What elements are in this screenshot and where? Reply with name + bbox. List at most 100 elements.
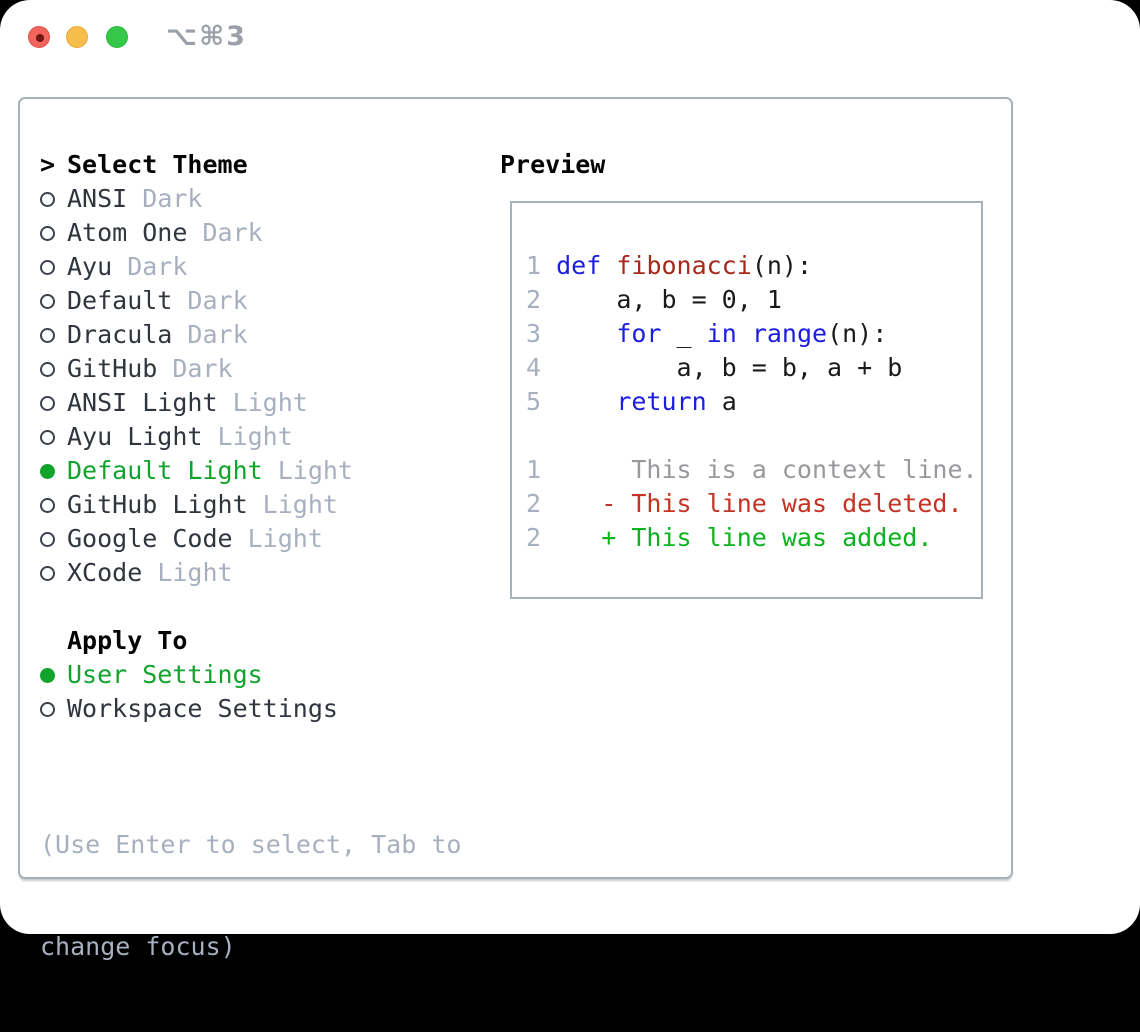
- code-segment: [737, 319, 752, 348]
- theme-option-dracula[interactable]: Dracula Dark: [40, 318, 461, 352]
- apply-option-label: User Settings: [67, 660, 263, 689]
- radio-icon: [40, 429, 67, 445]
- theme-variant-tag: Light: [142, 558, 233, 587]
- radio-icon: [40, 565, 67, 581]
- theme-variant-tag: Dark: [112, 252, 188, 281]
- code-segment: return: [616, 387, 707, 416]
- theme-option-ayu[interactable]: Ayu Dark: [40, 250, 461, 284]
- radio-selected-icon: [40, 667, 67, 683]
- radio-icon: [40, 395, 67, 411]
- zoom-button[interactable]: [106, 26, 128, 48]
- theme-variant-tag: Dark: [127, 184, 203, 213]
- theme-option-google-code[interactable]: Google Code Light: [40, 522, 461, 556]
- theme-name: Default Light: [67, 456, 263, 485]
- code-segment: def: [556, 251, 602, 280]
- theme-name: Atom One: [67, 218, 188, 247]
- code-segment: _: [661, 319, 707, 348]
- hint-line-2: change focus): [40, 932, 236, 961]
- code-segment: [601, 251, 616, 280]
- line-number: 2: [526, 523, 542, 552]
- hint-line-1: (Use Enter to select, Tab to: [40, 830, 462, 859]
- theme-option-default[interactable]: Default Dark: [40, 284, 461, 318]
- radio-icon: [40, 293, 67, 309]
- code-segment: [541, 387, 616, 416]
- theme-option-ayu-light[interactable]: Ayu Light Light: [40, 420, 461, 454]
- code-segment: - This line was deleted.: [541, 489, 963, 518]
- theme-name: GitHub: [67, 354, 158, 383]
- theme-variant-tag: Dark: [172, 320, 248, 349]
- code-segment: a: [706, 387, 737, 416]
- radio-icon: [40, 225, 67, 241]
- radio-selected-icon: [40, 463, 67, 479]
- radio-icon: [40, 361, 67, 377]
- line-number: 1: [526, 455, 542, 484]
- preview-line: 3 for _ in range(n):: [526, 317, 981, 351]
- radio-icon: [40, 327, 67, 343]
- code-segment: + This line was added.: [541, 523, 933, 552]
- close-button[interactable]: [28, 26, 50, 48]
- code-segment: [541, 251, 556, 280]
- preview-line: 4 a, b = b, a + b: [526, 351, 981, 385]
- keyboard-shortcut-label: ⌥⌘3: [166, 21, 247, 52]
- line-number: 2: [526, 489, 542, 518]
- theme-option-atom-one[interactable]: Atom One Dark: [40, 216, 461, 250]
- preview-line: [526, 419, 981, 453]
- code-segment: This is a context line.: [541, 455, 978, 484]
- theme-option-default-light[interactable]: Default Light Light: [40, 454, 461, 488]
- preview-line: 2 a, b = 0, 1: [526, 283, 981, 317]
- preview-title: Preview: [500, 150, 606, 179]
- theme-option-github-light[interactable]: GitHub Light Light: [40, 488, 461, 522]
- code-segment: in: [706, 319, 737, 348]
- line-number: 5: [526, 387, 542, 416]
- keyboard-hint: (Use Enter to select, Tab to change focu…: [40, 760, 461, 1032]
- radio-icon: [40, 191, 67, 207]
- theme-name: Ayu: [67, 252, 113, 281]
- select-theme-header: > Select Theme: [40, 148, 461, 182]
- line-number: 3: [526, 319, 542, 348]
- code-segment: (n):: [751, 251, 813, 280]
- radio-icon: [40, 259, 67, 275]
- minimize-button[interactable]: [66, 26, 88, 48]
- preview-line: 1 This is a context line.: [526, 453, 981, 487]
- code-segment: range: [751, 319, 828, 348]
- code-segment: a, b = b, a + b: [541, 353, 903, 382]
- line-number: 2: [526, 285, 542, 314]
- theme-name: ANSI Light: [67, 388, 218, 417]
- select-theme-title: Select Theme: [67, 150, 248, 179]
- radio-icon: [40, 497, 67, 513]
- theme-variant-tag: Light: [202, 422, 293, 451]
- preview-line: 2 + This line was added.: [526, 521, 981, 555]
- code-segment: for: [616, 319, 662, 348]
- code-segment: fibonacci: [616, 251, 752, 280]
- radio-icon: [40, 531, 67, 547]
- theme-name: Dracula: [67, 320, 173, 349]
- theme-option-ansi-light[interactable]: ANSI Light Light: [40, 386, 461, 420]
- apply-option-user-settings[interactable]: User Settings: [40, 658, 461, 692]
- theme-name: ANSI: [67, 184, 128, 213]
- theme-variant-tag: Light: [262, 456, 353, 485]
- theme-option-github[interactable]: GitHub Dark: [40, 352, 461, 386]
- code-segment: [541, 319, 616, 348]
- apply-to-header: Apply To: [40, 624, 461, 658]
- theme-option-ansi[interactable]: ANSI Dark: [40, 182, 461, 216]
- theme-variant-tag: Light: [232, 524, 323, 553]
- theme-variant-tag: Dark: [157, 354, 233, 383]
- code-segment: (n):: [827, 319, 888, 348]
- theme-name: Ayu Light: [67, 422, 203, 451]
- theme-option-xcode[interactable]: XCode Light: [40, 556, 461, 590]
- theme-name: Google Code: [67, 524, 233, 553]
- prompt-cursor-icon: >: [40, 150, 56, 179]
- titlebar: ⌥⌘3: [0, 0, 1140, 75]
- apply-option-workspace-settings[interactable]: Workspace Settings: [40, 692, 461, 726]
- theme-variant-tag: Light: [217, 388, 308, 417]
- line-number: 1: [526, 251, 542, 280]
- code-segment: a, b = 0, 1: [541, 285, 782, 314]
- apply-to-title: Apply To: [67, 626, 188, 655]
- theme-name: GitHub Light: [67, 490, 248, 519]
